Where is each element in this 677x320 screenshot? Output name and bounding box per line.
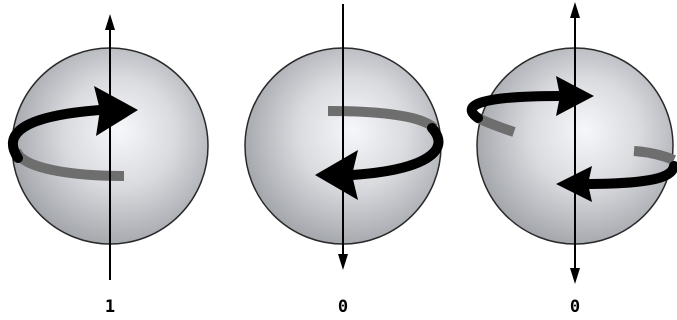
spin-label: 1 <box>105 297 115 317</box>
panel-double-spin-zero: 0 <box>472 2 674 317</box>
spin-label: 0 <box>338 297 348 317</box>
panel-spin-zero: 0 <box>245 4 441 317</box>
axis-arrowhead-down-icon <box>570 268 580 284</box>
spin-label: 0 <box>570 297 580 317</box>
axis-arrowhead-up-icon <box>570 2 580 18</box>
axis-arrowhead-down-icon <box>338 254 348 270</box>
axis-arrowhead-up-icon <box>105 14 115 30</box>
panel-spin-one: 1 <box>12 14 208 317</box>
